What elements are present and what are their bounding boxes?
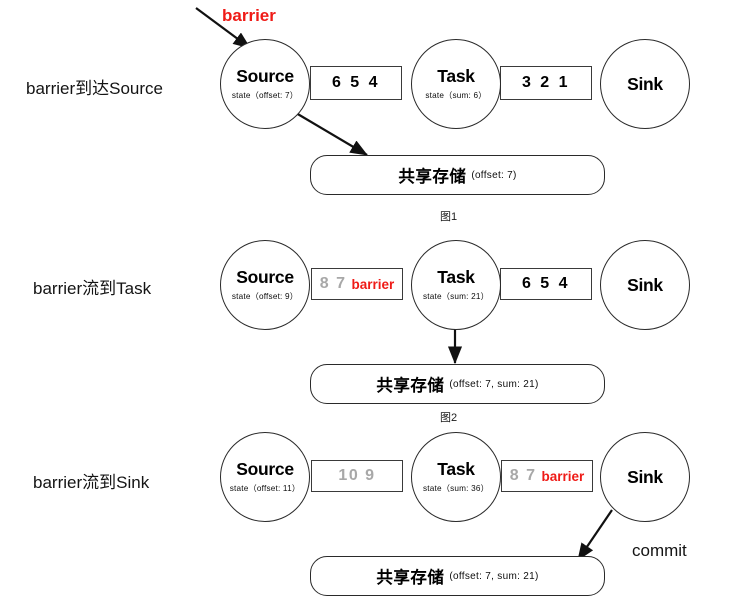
record-box-row1-source-to-task[interactable]: 6 5 4	[310, 66, 402, 100]
node-state: state（sum: 36）	[422, 483, 490, 493]
barrier-annotation-row1: barrier	[222, 6, 276, 25]
node-title: Source	[236, 459, 294, 480]
storage-detail: (offset: 7, sum: 21)	[449, 378, 539, 390]
node-title: Source	[236, 66, 294, 87]
node-sink-row3[interactable]: Sink	[600, 432, 690, 522]
storage-detail: (offset: 7, sum: 21)	[449, 570, 539, 582]
node-title: Sink	[627, 274, 663, 295]
figure-caption-1: 图1	[440, 211, 458, 223]
record-box-row2-task-to-sink[interactable]: 6 5 4	[500, 268, 592, 300]
node-title: Sink	[627, 466, 663, 487]
shared-storage-row1[interactable]: 共享存储 (offset: 7)	[310, 155, 605, 195]
shared-storage-row2[interactable]: 共享存储 (offset: 7, sum: 21)	[310, 364, 605, 404]
storage-title: 共享存储	[376, 569, 445, 587]
row-label-barrier-arrives-source: barrier到达Source	[26, 79, 163, 98]
node-state: state（offset: 7）	[231, 90, 299, 100]
record-numbers: 6 5 4	[331, 74, 381, 91]
record-box-row1-task-to-sink[interactable]: 3 2 1	[500, 66, 592, 100]
node-sink-row2[interactable]: Sink	[600, 240, 690, 330]
record-barrier-marker: barrier	[541, 468, 585, 484]
node-source-row1[interactable]: Source state（offset: 7）	[220, 39, 310, 129]
storage-detail: (offset: 7)	[471, 169, 517, 181]
record-numbers: 3 2 1	[521, 74, 571, 91]
node-state: state（sum: 6）	[425, 90, 487, 100]
figure-caption-2: 图2	[440, 412, 458, 424]
record-box-row2-source-to-task[interactable]: 8 7 barrier	[311, 268, 403, 300]
storage-title: 共享存储	[376, 377, 445, 395]
node-task-row1[interactable]: Task state（sum: 6）	[411, 39, 501, 129]
node-task-row2[interactable]: Task state（sum: 21）	[411, 240, 501, 330]
arrow-source-to-storage	[295, 112, 368, 156]
row-label-barrier-flows-task: barrier流到Task	[33, 279, 152, 298]
node-source-row2[interactable]: Source state（offset: 9）	[220, 240, 310, 330]
shared-storage-row3[interactable]: 共享存储 (offset: 7, sum: 21)	[310, 556, 605, 596]
node-title: Task	[437, 459, 475, 480]
node-state: state（sum: 21）	[422, 291, 490, 301]
record-numbers: 8 7	[319, 275, 347, 292]
node-title: Task	[437, 267, 475, 288]
record-numbers: 10 9	[338, 467, 376, 484]
record-box-row3-task-to-sink[interactable]: 8 7 barrier	[501, 460, 593, 492]
commit-annotation-row3: commit	[632, 541, 687, 560]
node-task-row3[interactable]: Task state（sum: 36）	[411, 432, 501, 522]
storage-title: 共享存储	[398, 168, 467, 186]
node-state: state（offset: 9）	[231, 291, 299, 301]
record-numbers: 8 7	[509, 467, 537, 484]
node-sink-row1[interactable]: Sink	[600, 39, 690, 129]
node-title: Task	[437, 66, 475, 87]
record-barrier-marker: barrier	[351, 276, 395, 292]
node-state: state（offset: 11）	[229, 483, 301, 493]
row-label-barrier-flows-sink: barrier流到Sink	[33, 473, 150, 492]
node-title: Sink	[627, 73, 663, 94]
node-source-row3[interactable]: Source state（offset: 11）	[220, 432, 310, 522]
record-box-row3-source-to-task[interactable]: 10 9	[311, 460, 403, 492]
node-title: Source	[236, 267, 294, 288]
arrow-sink-commit-to-storage	[577, 509, 613, 561]
record-numbers: 6 5 4	[521, 275, 571, 292]
